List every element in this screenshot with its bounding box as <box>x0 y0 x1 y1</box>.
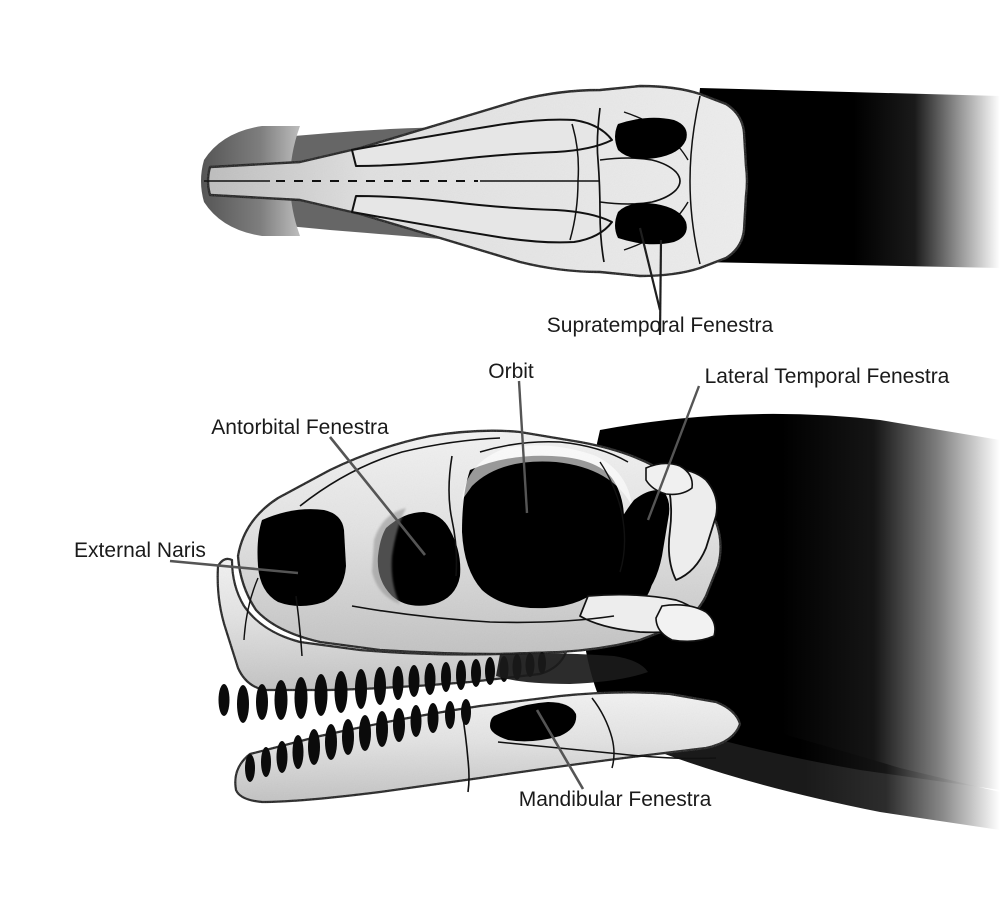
leader-supratemporal-fenestra <box>658 239 663 336</box>
orbit-rim-highlight <box>462 445 632 506</box>
antorbital-fenestra-opening <box>377 512 461 606</box>
lateral-suture-jugal <box>351 605 615 624</box>
leader-antorbital-fenestra <box>328 436 427 556</box>
dorsal-left-arch <box>351 118 613 167</box>
leader-supratemporal-fenestra-dorsal <box>638 227 662 311</box>
lateral-view <box>216 413 1000 830</box>
lateral-suture-lacrimal <box>448 455 458 577</box>
lateral-palate-shade <box>496 653 648 684</box>
supratemporal-fenestra-right-opening <box>615 203 687 245</box>
dorsal-suture-midrear <box>599 157 681 205</box>
label-supratemporal-fenestra: Supratemporal Fenestra <box>546 314 774 337</box>
lateral-mandible-suture-angular <box>497 741 717 760</box>
label-lateral-temporal-fenestra: Lateral Temporal Fenestra <box>704 365 950 388</box>
lateral-snout <box>216 557 568 692</box>
label-external-naris: External Naris <box>74 539 206 562</box>
leader-external-naris <box>169 559 299 575</box>
dorsal-neck-silhouette <box>695 88 1000 268</box>
lateral-suture-maxilla <box>295 595 303 657</box>
supratemporal-fenestra-left-opening <box>615 117 687 159</box>
leader-mandibular-fenestra <box>535 709 585 790</box>
antorbital-fossa-shade <box>372 508 406 604</box>
dorsal-suture-occiput <box>689 95 701 265</box>
lateral-suture-postorbital <box>599 461 626 573</box>
orbit-opening <box>462 455 625 609</box>
lateral-suture-frontal <box>479 440 629 463</box>
lateral-suture-nasal <box>299 437 501 507</box>
mandibular-fenestra-opening <box>490 702 577 742</box>
external-naris-opening <box>257 509 346 606</box>
lateral-mandible-suture-dentary <box>461 711 470 793</box>
dorsal-view <box>201 84 1000 278</box>
lateral-squamosal <box>645 462 694 496</box>
label-orbit: Orbit <box>488 360 534 383</box>
leader-orbit <box>517 380 529 514</box>
label-mandibular-fenestra: Mandibular Fenestra <box>518 788 712 811</box>
lower-tooth-row <box>245 699 471 782</box>
lateral-mandible-suture-surangular <box>591 697 615 769</box>
dorsal-suture-parietal <box>596 107 605 263</box>
lateral-quadratojugal <box>655 604 716 643</box>
leader-lateral-temporal-fenestra <box>646 385 701 521</box>
lateral-quadrate <box>663 468 718 581</box>
dorsal-right-arch <box>351 195 613 244</box>
lateral-suture-premax <box>243 577 259 641</box>
label-antorbital-fenestra: Antorbital Fenestra <box>211 416 389 439</box>
leader-lines <box>169 227 701 790</box>
